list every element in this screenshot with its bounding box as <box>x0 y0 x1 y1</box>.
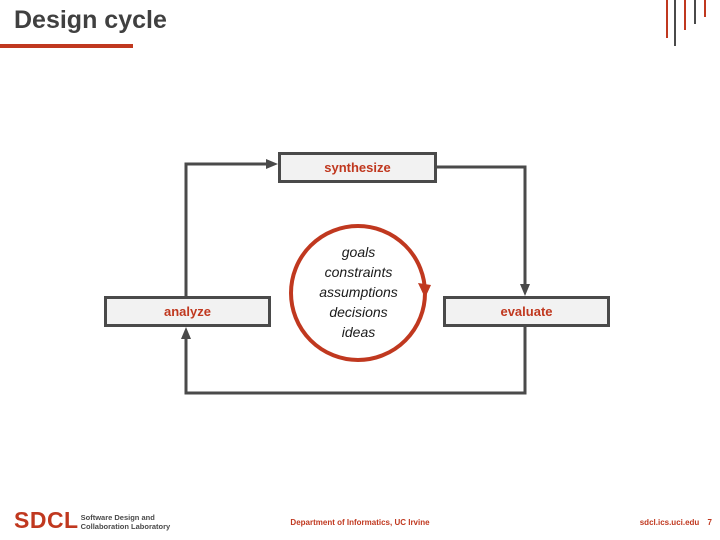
edge-analyze-to-synthesize <box>184 159 278 296</box>
center-cycle-circle <box>289 224 431 362</box>
bar-1 <box>666 0 668 38</box>
title-underline-rule <box>0 44 133 48</box>
sdcl-logo: SDCL Software Design and Collaboration L… <box>14 509 170 532</box>
sdcl-logo-subtitle: Software Design and Collaboration Labora… <box>81 513 171 531</box>
corner-decoration-bars <box>664 0 720 46</box>
bar-4 <box>694 0 696 24</box>
footer-url-and-page: sdcl.ics.uci.edu 7 <box>640 518 712 527</box>
bar-2 <box>674 0 676 46</box>
node-evaluate[interactable]: evaluate <box>443 296 610 327</box>
footer-department: Department of Informatics, UC Irvine <box>290 518 430 527</box>
edge-evaluate-to-analyze <box>181 327 527 395</box>
page-title: Design cycle <box>14 6 167 34</box>
page-number: 7 <box>707 518 712 527</box>
sdcl-logo-subtitle-line1: Software Design and <box>80 512 155 522</box>
sdcl-logo-mark: SDCL <box>14 507 79 533</box>
node-synthesize[interactable]: synthesize <box>278 152 437 183</box>
bar-5 <box>704 0 706 17</box>
bar-3 <box>684 0 686 30</box>
node-analyze[interactable]: analyze <box>104 296 271 327</box>
footer-url: sdcl.ics.uci.edu <box>639 518 700 527</box>
sdcl-logo-subtitle-line2: Collaboration Laboratory <box>80 521 171 531</box>
edge-synthesize-to-evaluate <box>437 165 530 296</box>
